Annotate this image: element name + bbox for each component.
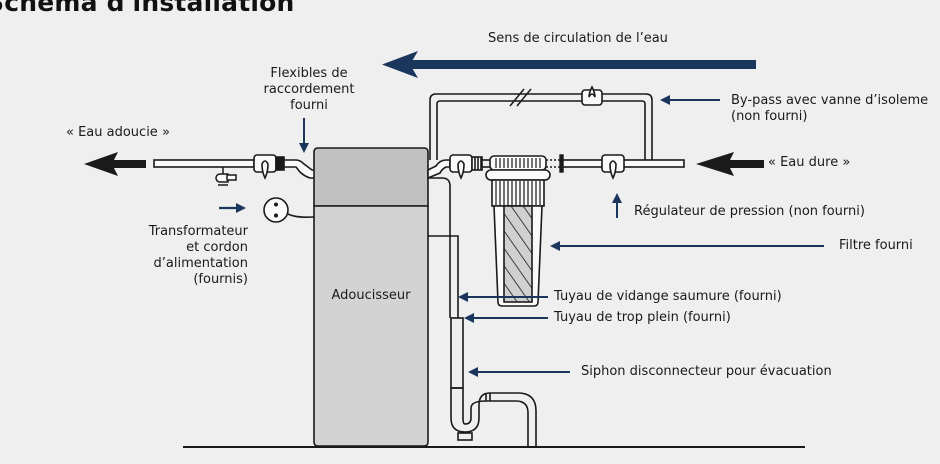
brine-drain-label: Tuyau de vidange saumure (fourni) [554,289,782,304]
siphon-trap-icon [450,317,537,447]
brine-drain-arrow-icon [458,292,548,302]
sampling-tap-icon [215,167,237,186]
outlet-valve-icon [253,154,285,180]
transformer-arrow-icon [219,203,246,213]
bypass-valve-icon [581,85,603,106]
flow-direction-arrow-icon [382,51,756,78]
bypass-pipe [429,93,653,160]
filter-union [546,154,564,173]
soft-water-arrow-icon [84,152,146,176]
bypass-arrow-icon [660,95,720,105]
pressure-regulator-arrow-icon [612,193,622,218]
brine-drain-pipe [428,177,451,318]
overflow-arrow-icon [464,313,548,323]
hard-water-arrow-icon [696,152,764,176]
transformer-label: Transformateur et cordon d’alimentation … [148,224,248,287]
hard-water-label: « Eau dure » [768,155,851,170]
water-filter-icon [485,155,551,307]
pressure-regulator-icon [601,154,625,180]
overflow-pipe [428,235,459,318]
soft-water-label: « Eau adoucie » [66,125,170,140]
flexibles-label: Flexibles de raccordement fourni [263,66,355,113]
filter-label: Filtre fourni [839,238,913,253]
filter-arrow-icon [550,241,824,251]
bypass-break-icon [509,88,532,107]
siphon-arrow-icon [468,367,570,377]
flexibles-arrow-icon [299,118,309,153]
softener-label: Adoucisseur [331,288,411,303]
inlet-valve-icon [449,154,490,180]
siphon-label: Siphon disconnecteur pour évacuation [581,364,832,379]
flow-direction-label: Sens de circulation de l’eau [488,31,668,46]
page-title: Schéma d'installation [0,0,295,17]
pressure-regulator-label: Régulateur de pression (non fourni) [634,204,865,219]
inlet-connection-pipe [427,159,451,180]
power-outlet-icon [263,197,315,223]
bypass-label: By-pass avec vanne d’isoleme (non fourni… [731,93,929,124]
overflow-label: Tuyau de trop plein (fourni) [554,310,731,325]
softener-cabinet [313,147,429,447]
